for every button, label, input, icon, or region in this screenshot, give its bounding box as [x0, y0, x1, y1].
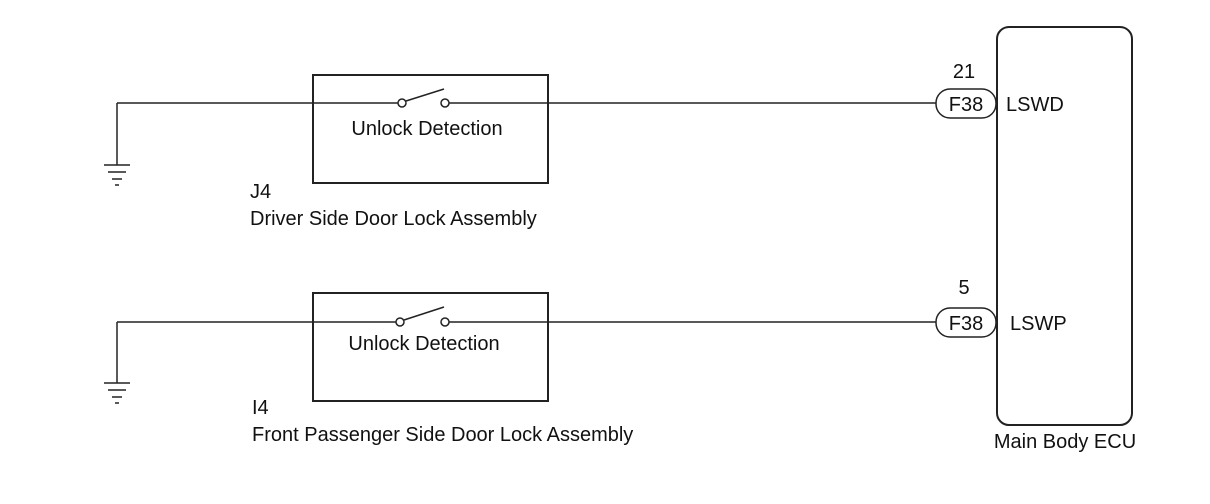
terminal-name: LSWP — [1010, 313, 1067, 335]
passenger-door-circuit: Unlock Detection I4 Front Passenger Side… — [104, 277, 1067, 446]
connector-code: I4 — [252, 397, 269, 419]
door-lock-assembly-box — [312, 292, 549, 402]
switch-label: Unlock Detection — [348, 333, 499, 355]
component-name: Front Passenger Side Door Lock Assembly — [252, 424, 633, 446]
door-lock-assembly-box — [312, 74, 549, 184]
driver-door-circuit: Unlock Detection J4 Driver Side Door Loc… — [104, 61, 1064, 230]
ecu-name: Main Body ECU — [994, 431, 1136, 453]
unlock-detection-switch — [397, 88, 450, 108]
component-name: Driver Side Door Lock Assembly — [250, 208, 537, 230]
main-body-ecu-box — [996, 26, 1133, 426]
ground-symbol — [104, 103, 130, 186]
ecu-connector-label: F38 — [949, 94, 983, 116]
pin-number: 5 — [958, 277, 969, 299]
switch-label: Unlock Detection — [351, 118, 502, 140]
unlock-detection-switch — [395, 306, 450, 327]
connector-code: J4 — [250, 181, 271, 203]
ecu-connector-label: F38 — [949, 313, 983, 335]
ground-symbol — [104, 322, 130, 404]
pin-number: 21 — [953, 61, 975, 83]
terminal-name: LSWD — [1006, 94, 1064, 116]
